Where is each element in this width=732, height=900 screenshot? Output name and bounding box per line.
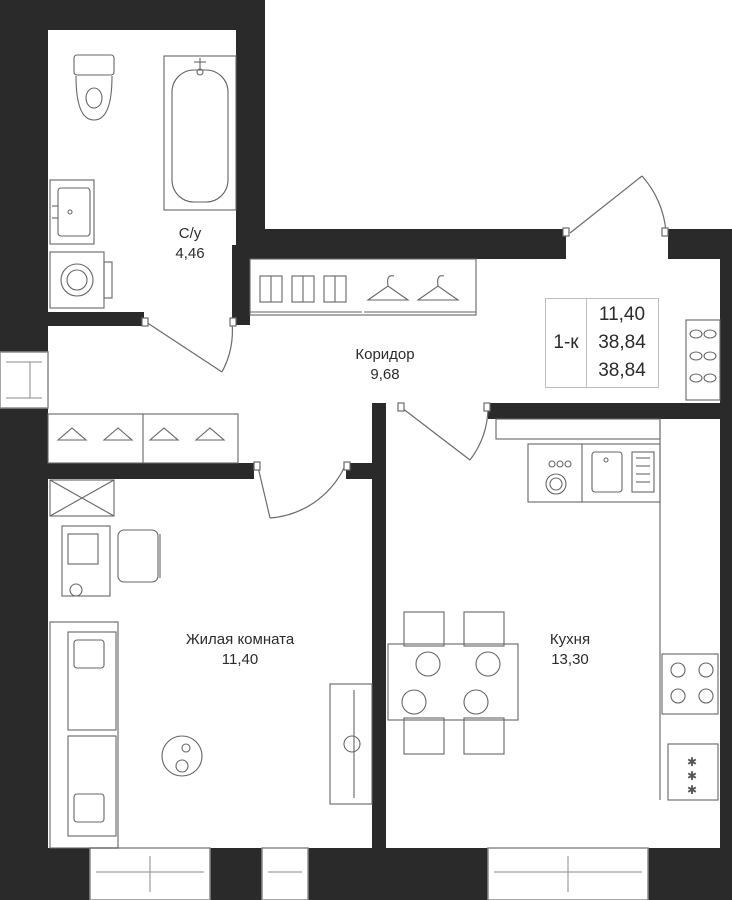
total-area-value: 38,84 [598, 332, 646, 353]
kitchen-area: 13,30 [551, 651, 589, 668]
kitchen-fixtures: ✱ ✱ ✱ [387, 418, 719, 801]
living-furniture [49, 479, 373, 849]
kitchen-label: Кухня 13,30 [530, 630, 610, 670]
doors [141, 175, 669, 519]
corridor-name: Коридор [355, 346, 415, 363]
kitchen-name: Кухня [549, 631, 591, 648]
svg-text:✱: ✱ [687, 755, 697, 769]
corridor-label: Коридор 9,68 [335, 345, 435, 385]
bathroom-fixtures [49, 54, 237, 309]
corridor-wardrobe [47, 258, 721, 464]
total-area-value-2: 38,84 [598, 360, 646, 381]
apartment-type: 1-к [546, 299, 587, 387]
living-area: 11,40 [221, 651, 259, 668]
bathroom-name: С/у [178, 225, 202, 242]
windows [0, 30, 649, 900]
svg-text:✱: ✱ [687, 769, 697, 783]
summary-values: 11,40 38,84 38,84 [587, 301, 657, 385]
bathroom-label: С/у 4,46 [160, 224, 220, 264]
apartment-summary: 1-к 11,40 38,84 38,84 [545, 298, 659, 388]
living-name: Жилая комната [185, 631, 295, 648]
living-label: Жилая комната 11,40 [160, 630, 320, 670]
corridor-area: 9,68 [370, 366, 400, 383]
svg-text:✱: ✱ [687, 783, 697, 797]
living-area-value: 11,40 [598, 304, 646, 325]
bathroom-area: 4,46 [175, 245, 205, 262]
